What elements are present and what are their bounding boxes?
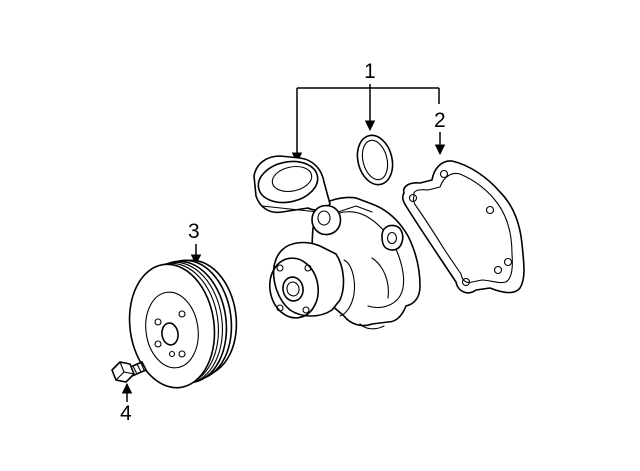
callout-label-4: 4 (120, 402, 132, 425)
bolt (111, 361, 147, 383)
gasket (401, 160, 525, 294)
callout-label-1: 1 (364, 60, 376, 83)
pulley (128, 259, 238, 389)
water-pump (253, 155, 421, 330)
callout-label-3: 3 (188, 220, 200, 243)
leader-lines (121, 84, 446, 402)
o-ring (356, 134, 394, 186)
callout-label-2: 2 (434, 109, 446, 132)
